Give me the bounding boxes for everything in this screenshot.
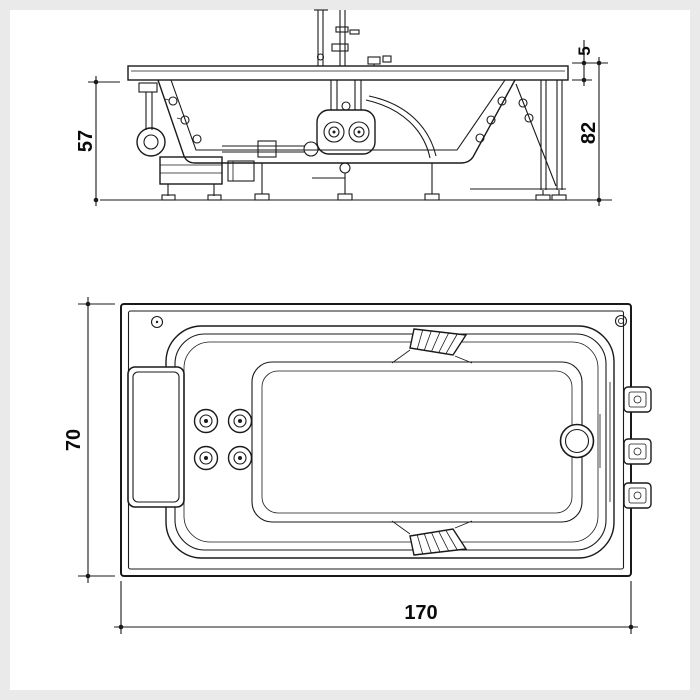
left-wall-jets [164, 96, 202, 144]
dimension-overall-height: 82 [572, 57, 608, 206]
jet [193, 445, 219, 471]
jet [227, 408, 253, 434]
dim-label-70: 70 [63, 429, 85, 451]
legs [254, 163, 440, 201]
side-elevation-view: 57 82 5 [75, 9, 612, 206]
dimension-length: 170 [114, 581, 638, 634]
control-panel [623, 386, 652, 413]
jet [227, 445, 253, 471]
junction-box [227, 160, 255, 182]
tub-bowl [157, 79, 516, 164]
control-panel [623, 438, 652, 465]
drain-hose [365, 95, 437, 159]
support-frame [470, 80, 567, 201]
tub-rim [127, 65, 569, 81]
headrest [127, 366, 185, 508]
corner-fittings [150, 314, 628, 329]
dim-label-57: 57 [75, 130, 97, 152]
faucet-pipes [314, 9, 392, 66]
dimension-rim-thickness: 5 [572, 40, 594, 86]
dimension-body-height: 57 [75, 76, 120, 206]
louver-jet-top [409, 328, 468, 356]
dim-label-170: 170 [404, 602, 437, 624]
drain [559, 423, 595, 459]
dim-label-5: 5 [575, 46, 594, 55]
back-jets [193, 408, 253, 471]
control-panels [623, 386, 652, 509]
pump-body [136, 127, 166, 157]
pump-assembly [136, 82, 319, 201]
diagonal-brace [515, 83, 557, 187]
right-wall-jets [475, 96, 534, 143]
pump-motor [159, 156, 223, 185]
pipe-coupler [257, 140, 277, 158]
drain-trap [312, 162, 351, 179]
dim-label-82: 82 [578, 122, 600, 144]
louver-jet-bottom [409, 528, 468, 556]
jet [193, 408, 219, 434]
plan-view: 70 170 [63, 297, 652, 634]
mixer-valves [316, 80, 376, 155]
right-deck-detail [599, 382, 611, 502]
control-panel [623, 482, 652, 509]
dimension-width: 70 [63, 297, 115, 583]
